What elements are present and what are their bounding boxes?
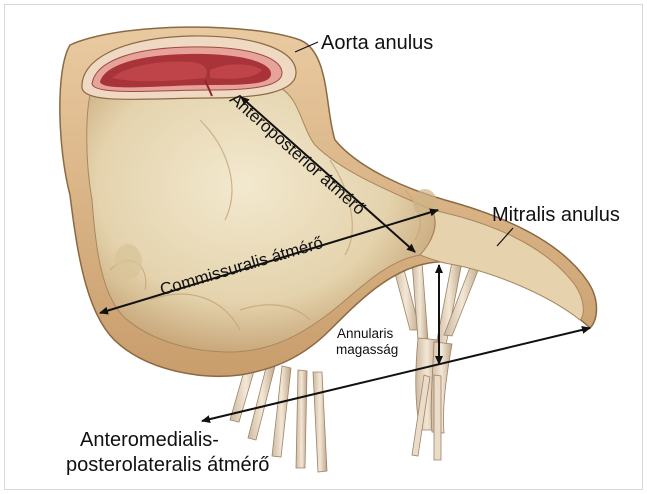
annularis-label-line1: Annularis: [337, 327, 393, 342]
annularis-label-line2: magasság: [336, 343, 398, 358]
commissure-nodule: [413, 189, 437, 217]
tissue-nodule: [114, 244, 142, 280]
anteromedialis-label-line2: posterolateralis átmérő: [66, 454, 269, 476]
mitralis-anulus-label: Mitralis anulus: [492, 204, 620, 226]
anteromedialis-label-line1: Anteromedialis-: [80, 429, 219, 451]
aorta-anulus-label: Aorta anulus: [321, 32, 433, 54]
